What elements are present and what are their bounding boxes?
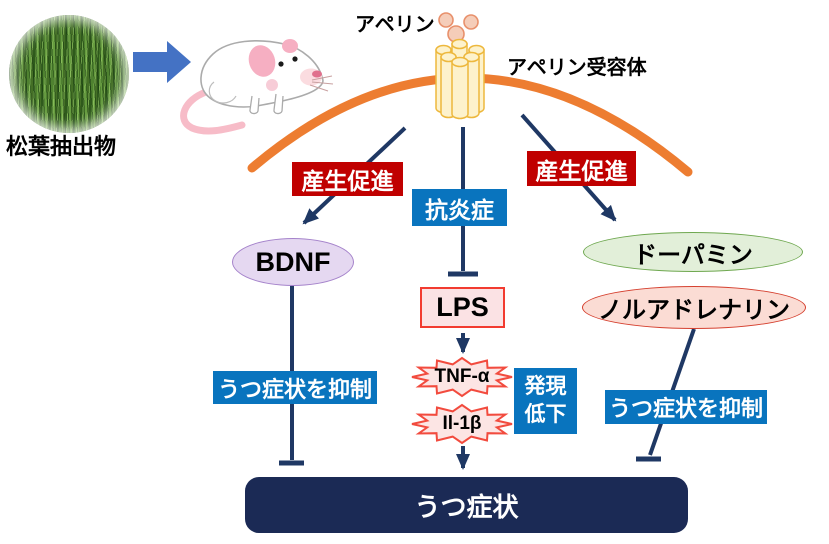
anti-inflammation-badge: 抗炎症 xyxy=(412,189,507,226)
noradrenaline-node: ノルアドレナリン xyxy=(582,286,806,329)
bdnf-node: BDNF xyxy=(232,238,354,286)
apelin-ligand-dots-icon xyxy=(438,12,479,43)
tnf-alpha-label: TNF-α xyxy=(434,366,490,387)
mouse-illustration xyxy=(180,39,334,135)
lps-node: LPS xyxy=(420,287,505,328)
left-effect-badge: 産生促進 xyxy=(292,162,403,196)
depression-outcome-box: うつ症状 xyxy=(245,477,688,533)
pine-extract-label: 松葉抽出物 xyxy=(6,134,117,159)
dopamine-node: ドーパミン xyxy=(583,232,803,272)
pine-extract-photo xyxy=(9,15,129,133)
right-outcome-badge: うつ症状を抑制 xyxy=(605,390,767,424)
il1-beta-label: Il-1β xyxy=(442,413,482,434)
apelin-receptor-icon xyxy=(435,38,485,120)
right-effect-badge: 産生促進 xyxy=(527,151,636,186)
transfer-arrow-icon xyxy=(133,41,191,83)
apelin-ligand-label: アペリン xyxy=(355,14,435,36)
expression-decrease-badge: 発現低下 xyxy=(514,368,577,434)
left-outcome-badge: うつ症状を抑制 xyxy=(213,371,377,404)
apelin-receptor-label: アペリン受容体 xyxy=(507,57,647,79)
tnf-burst-shape xyxy=(411,356,513,398)
